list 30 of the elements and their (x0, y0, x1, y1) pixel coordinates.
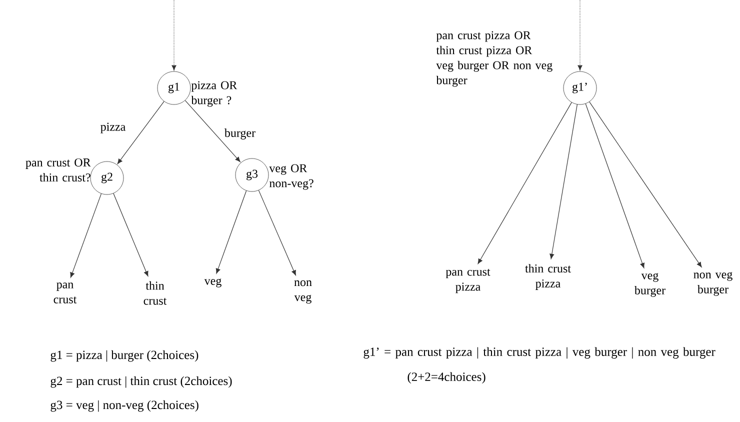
arrow (550, 104, 578, 260)
edge-label: burger (223, 128, 257, 140)
outcome-text: veg burger (634, 273, 666, 297)
definition-text: g2 = pan crust | thin crust (2choices) (50, 376, 232, 388)
arrow (578, 0, 582, 70)
arrow (113, 193, 148, 276)
outcome-text: thin crust pizza (525, 264, 571, 290)
arrow (478, 102, 572, 264)
question-text: pan crust OR thin crust? (26, 158, 91, 182)
arrow (117, 101, 164, 164)
arrow (258, 190, 296, 276)
question-text: pizza OR burger ? (191, 81, 238, 107)
outcome-text: pan crust pizza (446, 268, 490, 294)
arrow (589, 102, 702, 268)
outcome-text: pan crust (54, 282, 77, 304)
outcome-text: veg (204, 278, 222, 288)
arrow (70, 193, 102, 278)
arrow (216, 190, 247, 274)
outcome-text: non veg burger (694, 272, 732, 296)
arrow (184, 100, 240, 162)
definition-text: g1 = pizza | burger (2choices) (50, 350, 198, 362)
arrow (172, 0, 176, 70)
arrow (585, 103, 645, 268)
outcome-text: non veg (294, 280, 312, 304)
question-text: veg OR non-veg? (269, 164, 314, 190)
definition-text: g3 = veg | non-veg (2choices) (50, 400, 198, 412)
question-text: pan crust pizza OR thin crust pizza OR veg burger OR non veg burger (436, 31, 552, 87)
outcome-text: thin crust (144, 281, 167, 305)
edge-label: pizza (99, 122, 127, 134)
definition-text: g1’ = pan crust pizza | thin crust pizza | veg burger | non veg burger (2+2=4choices) (364, 347, 716, 384)
